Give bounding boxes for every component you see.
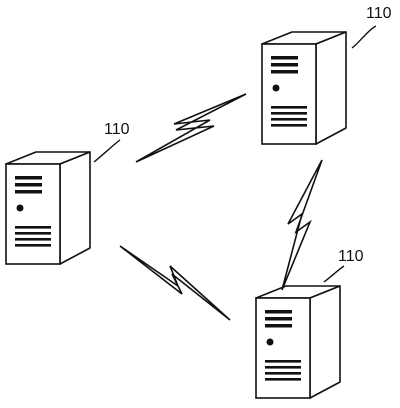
- node-label: 110: [104, 121, 130, 138]
- server-top-right: 110: [261, 5, 392, 145]
- label-leader-line: [93, 139, 121, 163]
- server-icon: [5, 151, 91, 265]
- label-leader-line: [351, 25, 377, 49]
- server-left: 110: [5, 121, 130, 265]
- wireless-link-icon: [119, 245, 231, 321]
- node-label: 110: [338, 248, 364, 265]
- node-label: 110: [366, 5, 392, 22]
- server-icon: [261, 31, 347, 145]
- server-bottom-right: 110: [255, 248, 364, 399]
- wireless-link-icon: [281, 159, 323, 291]
- server-icon: [255, 285, 341, 399]
- wireless-link-icon: [135, 93, 247, 163]
- label-leader-line: [323, 265, 345, 283]
